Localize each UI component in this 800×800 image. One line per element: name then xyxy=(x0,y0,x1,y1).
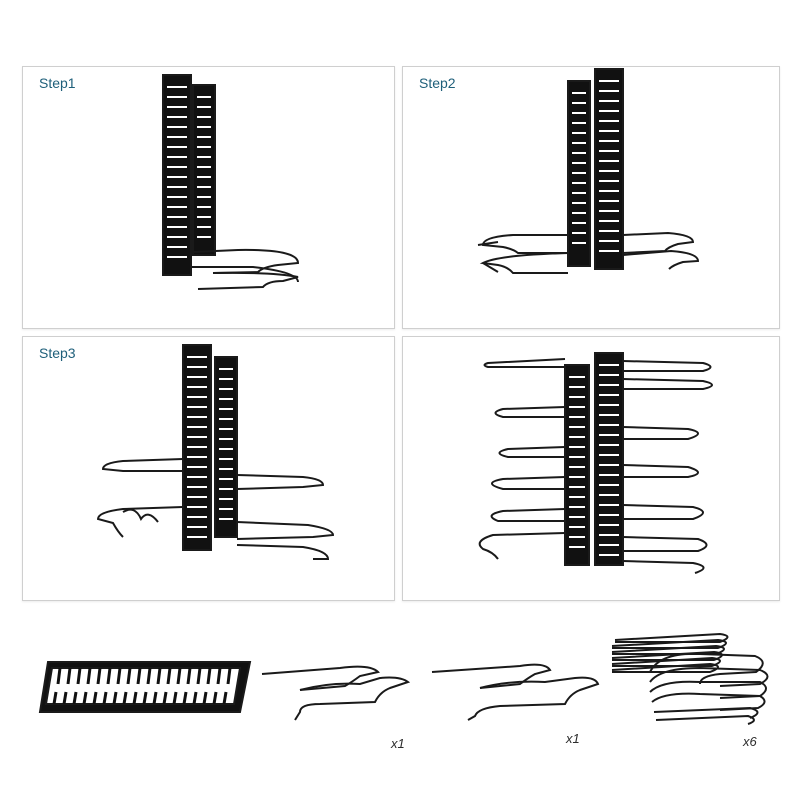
step2-panel: Step2 xyxy=(402,66,780,329)
step3-illustration xyxy=(96,344,335,560)
step3-label: Step3 xyxy=(39,345,76,361)
right-hook-quantity: x1 xyxy=(566,731,580,746)
rack-arms-part xyxy=(611,632,769,725)
step4-panel xyxy=(402,336,780,601)
rack-arms-quantity: x6 xyxy=(743,734,757,749)
step3-panel: Step3 xyxy=(22,336,395,601)
right-hook-part xyxy=(431,663,600,721)
step1-panel: Step1 xyxy=(22,66,395,329)
tower-frame-part xyxy=(38,661,252,713)
step1-label: Step1 xyxy=(39,75,76,91)
left-hook-quantity: x1 xyxy=(391,736,405,751)
step4-illustration xyxy=(478,352,713,574)
step2-illustration xyxy=(477,68,700,274)
parts-illustration xyxy=(38,632,769,725)
left-hook-part xyxy=(261,665,411,721)
step2-label: Step2 xyxy=(419,75,456,91)
step1-illustration xyxy=(162,74,300,290)
